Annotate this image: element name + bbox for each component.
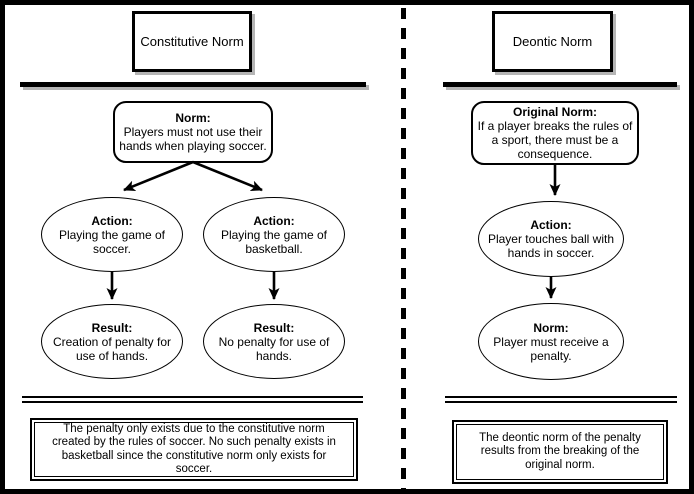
norm-node-text: hands when playing soccer. bbox=[119, 139, 267, 153]
original-norm-node: Original Norm: If a player breaks the ru… bbox=[471, 101, 639, 165]
constitutive-caption-box: The penalty only exists due to the const… bbox=[30, 418, 358, 481]
deontic-caption-inner: The deontic norm of the penalty results … bbox=[456, 424, 664, 480]
constitutive-caption-text: soccer. bbox=[175, 463, 213, 475]
norm-node-label: Norm: bbox=[175, 111, 211, 125]
action-soccer-label: Action: bbox=[91, 213, 133, 228]
deontic-norm-text: Player must receive a bbox=[493, 334, 609, 349]
deontic-caption-text: original norm. bbox=[525, 458, 595, 471]
action-soccer-node: Action: Playing the game of soccer. bbox=[41, 197, 183, 272]
deontic-caption-text: results from the breaking of the bbox=[480, 445, 640, 458]
action-soccer-text: Playing the game of bbox=[58, 227, 166, 242]
result-basketball-node: Result: No penalty for use of hands. bbox=[203, 304, 345, 379]
original-norm-label: Original Norm: bbox=[512, 105, 597, 119]
deontic-action-node: Action: Player touches ball with hands i… bbox=[478, 201, 624, 277]
action-basketball-node: Action: Playing the game of basketball. bbox=[203, 197, 345, 272]
original-norm-text: If a player breaks the rules of bbox=[477, 119, 633, 133]
result-soccer-text: Creation of penalty for bbox=[52, 334, 172, 349]
original-norm-text: a sport, there must be a bbox=[491, 133, 619, 147]
deontic-norm-title-box: Deontic Norm bbox=[492, 11, 613, 72]
action-soccer-text: soccer. bbox=[92, 241, 131, 256]
constitutive-norm-title-box: Constitutive Norm bbox=[132, 11, 252, 72]
constitutive-caption-inner: The penalty only exists due to the const… bbox=[34, 422, 354, 477]
deontic-caption-box: The deontic norm of the penalty results … bbox=[452, 420, 668, 484]
deontic-action-label: Action: bbox=[530, 218, 572, 232]
action-basketball-text: Playing the game of bbox=[220, 227, 328, 242]
left-footer-rule bbox=[22, 396, 363, 403]
panel-divider-dashed-line bbox=[401, 8, 406, 489]
deontic-norm-title: Deontic Norm bbox=[512, 34, 593, 49]
constitutive-caption-text: The penalty only exists due to the const… bbox=[63, 422, 325, 435]
result-basketball-text: No penalty for use of bbox=[218, 334, 330, 349]
deontic-caption-text: The deontic norm of the penalty bbox=[479, 431, 641, 444]
norm-node-text: Players must not use their bbox=[123, 125, 263, 139]
right-header-rule bbox=[443, 82, 677, 87]
action-basketball-text: basketball. bbox=[245, 241, 303, 256]
result-basketball-label: Result: bbox=[253, 320, 295, 335]
action-basketball-label: Action: bbox=[253, 213, 295, 228]
original-norm-text: consequence. bbox=[517, 147, 593, 161]
arrow-norm-to-action-basketball bbox=[192, 160, 263, 192]
deontic-norm-text: penalty. bbox=[530, 348, 572, 363]
arrow-norm-to-action-soccer bbox=[123, 160, 194, 192]
deontic-action-text: Player touches ball with bbox=[487, 232, 615, 246]
constitutive-caption-text: basketball since the constitutive norm o… bbox=[61, 449, 327, 462]
result-soccer-node: Result: Creation of penalty for use of h… bbox=[41, 304, 183, 379]
constitutive-norm-title: Constitutive Norm bbox=[140, 34, 244, 49]
deontic-norm-label: Norm: bbox=[533, 320, 569, 335]
deontic-norm-node: Norm: Player must receive a penalty. bbox=[478, 303, 624, 380]
norm-node: Norm: Players must not use their hands w… bbox=[113, 101, 273, 163]
left-header-rule bbox=[20, 82, 366, 87]
result-soccer-text: use of hands. bbox=[75, 348, 149, 363]
deontic-action-text: hands in soccer. bbox=[507, 246, 595, 260]
constitutive-caption-text: created by the rules of soccer. No such … bbox=[52, 436, 336, 448]
right-footer-rule bbox=[445, 396, 677, 403]
result-basketball-text: hands. bbox=[255, 348, 293, 363]
result-soccer-label: Result: bbox=[91, 320, 133, 335]
